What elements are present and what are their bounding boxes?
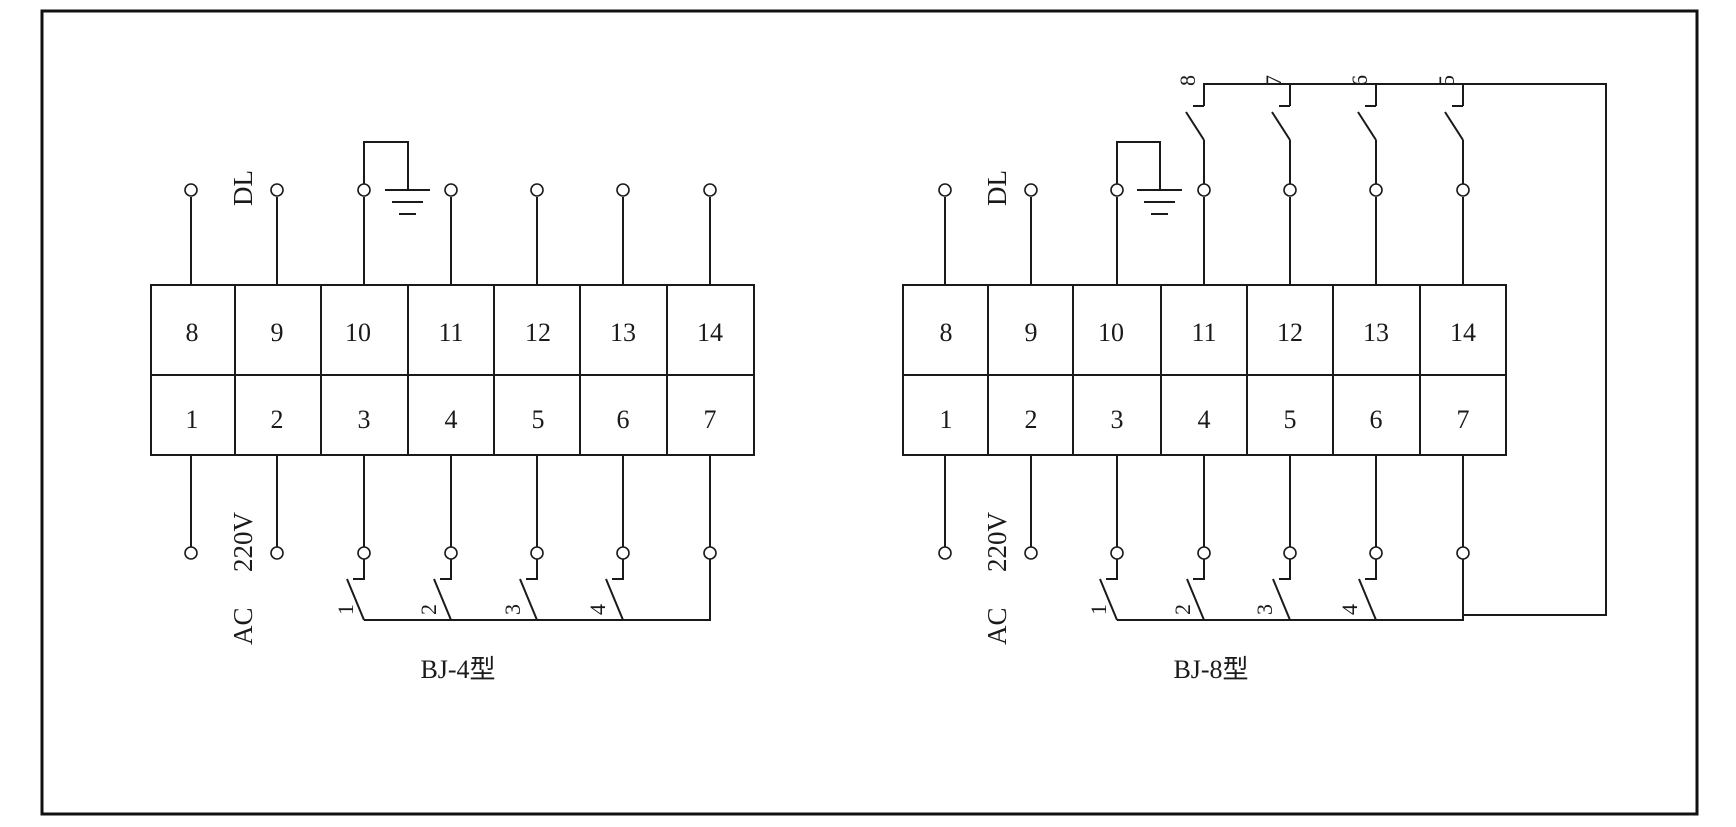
top-row-numbers: 8 9 10 11 12 13 14 [186,318,724,347]
switch-circuit [1099,559,1464,621]
switch-numbers: 1 2 3 4 [333,604,610,615]
switch-number: 4 [1337,604,1362,615]
switch-numbers: 1 2 3 4 [1086,604,1362,615]
terminal-number: 6 [1370,405,1383,434]
switch-number: 6 [1347,75,1372,86]
bottom-leads [184,455,717,560]
switch-number: 2 [1170,604,1195,615]
bottom-row-numbers: 1 2 3 4 5 6 7 [186,405,717,434]
switch-number: 7 [1261,75,1286,86]
ac-label: AC [228,607,258,645]
switch-number: 1 [1086,604,1111,615]
terminal-number: 13 [610,318,636,347]
terminal-number: 1 [186,405,199,434]
terminal-number: 9 [1025,318,1038,347]
ac-label: AC [982,607,1012,645]
switch-number: 3 [500,604,525,615]
terminal-number: 8 [186,318,199,347]
dl-label: DL [228,170,258,206]
bottom-row-numbers: 1 2 3 4 5 6 7 [940,405,1470,434]
switch-number: 4 [585,604,610,615]
model-title: BJ-4型 [420,655,495,684]
bottom-leads [938,455,1470,560]
diagram-bj8: 8 9 10 11 12 13 14 1 2 3 4 5 6 7 [902,75,1607,684]
top-switch-numbers: 8 7 6 5 [1175,75,1459,86]
terminal-number: 11 [1191,318,1216,347]
terminal-number: 4 [1198,405,1211,434]
ground-icon [1116,141,1182,215]
terminal-number: 12 [525,318,551,347]
diagram-bj4: 8 9 10 11 12 13 14 1 2 3 4 5 6 7 [150,141,755,684]
terminal-number: 12 [1277,318,1303,347]
terminal-number: 1 [940,405,953,434]
terminal-number: 5 [532,405,545,434]
switch-circuit [346,559,711,621]
terminal-number: 7 [704,405,717,434]
dl-label: DL [982,170,1012,206]
terminal-number: 6 [617,405,630,434]
switch-number: 8 [1175,75,1200,86]
terminal-number: 2 [1025,405,1038,434]
terminal-number: 3 [358,405,371,434]
top-leads [184,183,717,285]
switch-number: 2 [416,604,441,615]
top-row-numbers: 8 9 10 11 12 13 14 [940,318,1477,347]
terminal-number: 8 [940,318,953,347]
terminal-number: 13 [1363,318,1389,347]
ground-icon [363,141,430,215]
switch-number: 3 [1252,604,1277,615]
terminal-number: 9 [271,318,284,347]
terminal-number: 10 [345,318,371,347]
switch-number: 5 [1434,75,1459,86]
outer-frame [40,9,1699,816]
terminal-number: 4 [445,405,458,434]
top-switch-circuit [1185,83,1607,616]
voltage-label: 220V [228,512,258,573]
terminal-block [150,284,755,456]
terminal-number: 3 [1111,405,1124,434]
terminal-number: 14 [1450,318,1476,347]
switch-number: 1 [333,604,358,615]
terminal-number: 5 [1284,405,1297,434]
terminal-number: 14 [697,318,723,347]
model-title: BJ-8型 [1173,655,1248,684]
terminal-number: 10 [1098,318,1124,347]
terminal-number: 2 [271,405,284,434]
terminal-number: 7 [1457,405,1470,434]
terminal-number: 11 [438,318,463,347]
voltage-label: 220V [982,512,1012,573]
